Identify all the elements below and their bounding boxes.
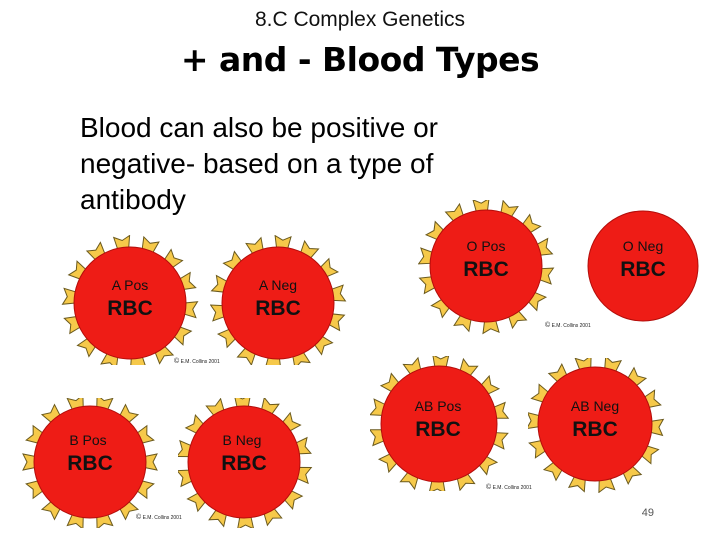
cell-body — [73, 246, 187, 360]
rbc-b-neg-drawing — [178, 398, 313, 528]
rbc-name: B Pos — [69, 432, 107, 448]
rbc-label: RBC — [463, 258, 509, 281]
rbc-label: RBC — [415, 418, 461, 441]
rbc-o-neg-drawing — [587, 210, 699, 322]
rbc-name: A Neg — [258, 277, 298, 293]
rbc-a-pos: A Pos RBC — [60, 235, 200, 365]
rbc-a-neg-drawing — [210, 235, 347, 365]
rbc-label: RBC — [572, 418, 618, 441]
rbc-b-pos: B Pos RBC — [22, 398, 162, 528]
slide-title: + and - Blood Types — [180, 40, 540, 79]
rbc-ab-neg: AB Neg RBC — [528, 358, 668, 493]
rbc-ab-neg-drawing — [528, 358, 665, 493]
rbc-label: RBC — [620, 258, 666, 281]
cell-body — [429, 209, 543, 323]
rbc-a-pos-drawing — [61, 235, 199, 365]
cell-body — [380, 365, 498, 483]
rbc-label: RBC — [221, 452, 267, 475]
credit-ab: © E.M. Collins 2001 — [486, 484, 532, 491]
rbc-label: RBC — [255, 297, 301, 320]
rbc-name: O Pos — [466, 238, 506, 254]
rbc-o-pos: O Pos RBC — [418, 200, 558, 335]
cell-body — [587, 210, 699, 322]
rbc-label: RBC — [107, 297, 153, 320]
rbc-name: O Neg — [622, 238, 664, 254]
rbc-ab-pos: AB Pos RBC — [370, 356, 515, 491]
body-text: Blood can also be positive or negative- … — [80, 112, 438, 215]
credit-b: © E.M. Collins 2001 — [136, 514, 182, 521]
rbc-a-neg: A Neg RBC — [210, 235, 350, 365]
rbc-name: AB Neg — [570, 398, 620, 414]
credit-a: © E.M. Collins 2001 — [174, 358, 220, 365]
cell-body — [221, 246, 335, 360]
rbc-o-neg: O Neg RBC — [580, 202, 705, 332]
cell-body — [33, 405, 147, 519]
rbc-ab-pos-drawing — [370, 356, 510, 491]
cell-body — [537, 366, 653, 482]
rbc-name: A Pos — [111, 277, 149, 293]
page-number: 49 — [641, 507, 654, 519]
slide-header: 8.C Complex Genetics — [254, 8, 466, 31]
rbc-name: B Neg — [222, 432, 262, 448]
rbc-o-pos-drawing — [418, 200, 555, 335]
rbc-name: AB Pos — [414, 398, 462, 414]
credit-o: © E.M. Collins 2001 — [545, 322, 591, 329]
cell-body — [187, 405, 301, 519]
rbc-b-pos-drawing — [22, 398, 158, 528]
rbc-label: RBC — [67, 452, 113, 475]
rbc-b-neg: B Neg RBC — [178, 398, 318, 528]
